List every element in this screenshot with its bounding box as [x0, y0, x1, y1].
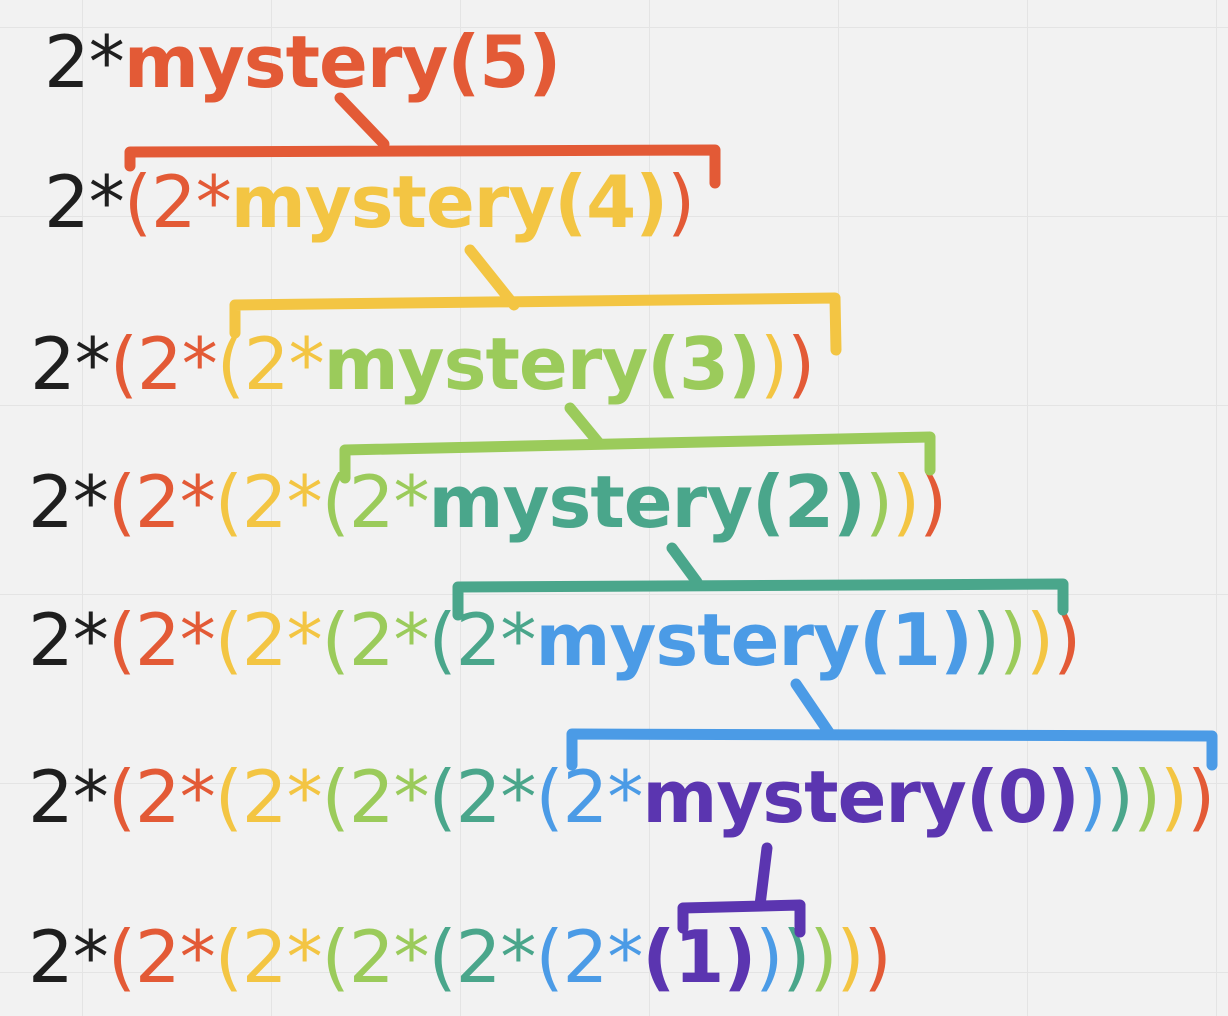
expression-segment: (2* [428, 598, 537, 682]
expression-segment: ) [760, 322, 788, 406]
expression-segment: ) [1078, 755, 1107, 839]
expression-segment: ) [1132, 755, 1161, 839]
expression-segment: (2* [107, 915, 216, 999]
expression-segment: 2* [28, 598, 109, 682]
expression-segment: ) [809, 915, 837, 999]
expression-segment: ) [667, 160, 695, 244]
expression-segment: ) [787, 322, 815, 406]
substitution-bracket-3 [339, 402, 936, 484]
expression-segment: 2* [44, 20, 125, 104]
expression-segment: (2* [321, 915, 430, 999]
expression-segment: ) [998, 598, 1027, 682]
function-call-text: mystery(2) [428, 460, 866, 544]
function-call-text: mystery(5) [123, 20, 561, 104]
expansion-line-5: 2*(2*(2*(2*(2*mystery(1))))) [28, 598, 1081, 682]
expression-segment: (2* [107, 755, 216, 839]
expression-segment: (2* [123, 160, 232, 244]
function-call-text: mystery(0) [642, 755, 1079, 839]
expansion-line-6: 2*(2*(2*(2*(2*(2*mystery(0)))))) [28, 755, 1215, 839]
function-call-text: (1) [642, 915, 756, 999]
substitution-bracket-4 [452, 542, 1069, 621]
expression-segment: 2* [28, 755, 109, 839]
expansion-line-7: 2*(2*(2*(2*(2*(2*(1)))))) [28, 915, 892, 999]
expression-segment: ) [836, 915, 865, 999]
expression-segment: ) [1160, 755, 1188, 839]
substitution-bracket-1 [124, 92, 721, 189]
expression-segment: (2* [107, 598, 216, 682]
expansion-line-1: 2*mystery(5) [44, 20, 561, 104]
expression-segment: (2* [535, 915, 643, 999]
expansion-line-3: 2*(2*(2*mystery(3))) [30, 322, 815, 406]
expression-segment: 2* [30, 322, 111, 406]
expression-segment: (2* [214, 915, 323, 999]
expression-segment: (2* [107, 460, 216, 544]
function-call-text: mystery(3) [323, 322, 761, 406]
expression-segment: 2* [44, 160, 125, 244]
expression-segment: 2* [28, 460, 109, 544]
function-call-text: mystery(4) [230, 160, 668, 244]
expansion-line-2: 2*(2*mystery(4)) [44, 160, 695, 244]
expression-segment: (2* [214, 755, 323, 839]
expression-segment: (2* [214, 598, 323, 682]
expression-segment: ) [755, 915, 783, 999]
expression-segment: ) [892, 460, 920, 544]
expression-segment: (2* [535, 755, 643, 839]
expression-segment: (2* [109, 322, 218, 406]
substitution-bracket-5 [566, 678, 1218, 771]
expression-segment: (2* [214, 460, 323, 544]
expression-segment: ) [971, 598, 1000, 682]
substitution-bracket-6 [677, 842, 806, 938]
expression-segment: ) [1026, 598, 1054, 682]
expression-segment: ) [863, 915, 892, 999]
expression-segment: (2* [428, 915, 537, 999]
substitution-bracket-2 [229, 244, 842, 356]
expression-segment: ) [1105, 755, 1134, 839]
expression-segment: ) [864, 460, 893, 544]
expansion-line-4: 2*(2*(2*(2*mystery(2)))) [28, 460, 947, 544]
expression-segment: (2* [428, 755, 537, 839]
expression-segment: (2* [321, 598, 430, 682]
expression-segment: 2* [28, 915, 109, 999]
function-call-text: mystery(1) [535, 598, 972, 682]
expression-segment: (2* [321, 755, 430, 839]
